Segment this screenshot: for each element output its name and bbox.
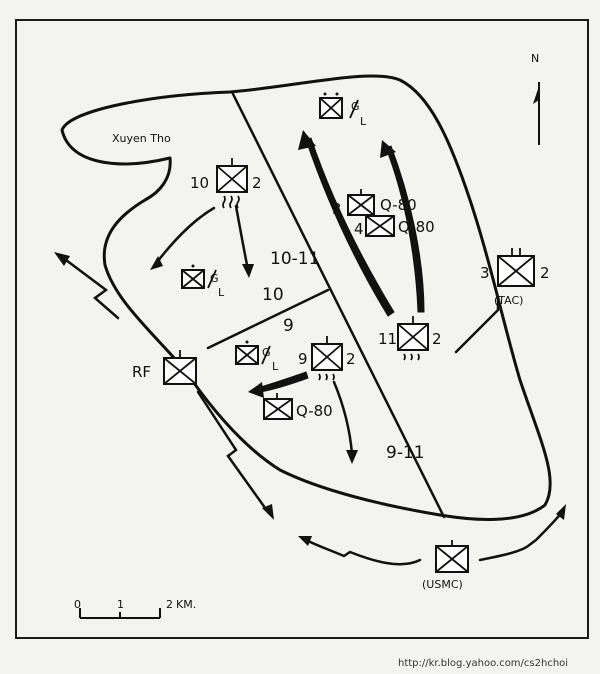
arrow-usmc-w: [304, 538, 422, 566]
boundary-label-10-11: 10-11: [270, 249, 319, 269]
unit-label-2d: 2: [346, 350, 356, 368]
unit-symbol-rf: [163, 350, 197, 385]
unit-symbol-10-2: [216, 158, 248, 209]
unit-symbol-3-q80: [347, 189, 375, 216]
north-label: N: [531, 52, 539, 65]
scale-bar: 0 1 2 KM.: [74, 598, 196, 619]
unit-label-4: 4: [354, 220, 364, 238]
unit-label-rf: RF: [132, 363, 151, 381]
arrow-9-s: [332, 380, 354, 456]
arrow-usmc-e: [478, 510, 564, 562]
unit-label-usmc: (USMC): [422, 578, 463, 591]
arrow-11-nw: [305, 137, 395, 317]
boundary-label-9-11: 9-11: [386, 443, 425, 463]
unit-label-tac: (TAC): [494, 294, 523, 307]
unit-label-10: 10: [190, 174, 209, 192]
unit-symbol-usmc: [435, 540, 469, 573]
unit-label-2a: 2: [252, 174, 262, 192]
gl-label-middle-l: L: [218, 286, 225, 299]
unit-label-2c: 2: [432, 330, 442, 348]
map-frame: [15, 19, 589, 639]
gl-label-top-g: G: [351, 100, 360, 113]
boundary-label-9: 9: [283, 316, 294, 336]
north-arrow-icon: N: [531, 52, 540, 145]
gl-label-top-l: L: [360, 115, 367, 128]
movement-arrows: [54, 130, 566, 566]
road-loop: [60, 74, 552, 521]
place-name-label: Xuyen Tho: [112, 132, 171, 145]
gl-label-lower-l: L: [272, 360, 279, 373]
watermark-url: http://kr.blog.yahoo.com/cs2hchoi: [398, 658, 568, 669]
boundary-line-10-9: [206, 288, 330, 350]
boundary-line-tac: [454, 308, 500, 354]
boundary-label-10: 10: [262, 285, 284, 305]
gl-symbol-top: [319, 92, 359, 119]
arrow-rf-se: [196, 390, 270, 514]
unit-label-11: 11: [378, 330, 397, 348]
unit-symbol-4-q80: [365, 215, 395, 237]
unit-label-2b: 2: [540, 264, 550, 282]
unit-label-9: 9: [298, 350, 308, 368]
unit-label-q80c: Q-80: [296, 402, 333, 420]
arrow-11-n: [385, 145, 425, 313]
gl-label-middle-g: G: [210, 272, 219, 285]
unit-label-q80b: Q-80: [398, 218, 435, 236]
unit-symbol-q80-lower: [263, 393, 293, 420]
boundary-line-10-11: [230, 90, 446, 519]
scale-tick-0: 0: [74, 598, 81, 611]
scale-tick-1: 1: [117, 598, 124, 611]
scale-unit: KM.: [176, 598, 196, 611]
scale-tick-2: 2: [166, 598, 173, 611]
gl-symbol-middle: [181, 264, 217, 289]
unit-symbol-9-2: [311, 336, 343, 381]
gl-symbol-lower: [235, 340, 271, 365]
unit-symbol-3-2-tac: [497, 248, 535, 287]
unit-label-3b: 3: [480, 264, 490, 282]
gl-label-lower-g: G: [262, 346, 271, 359]
arrow-rf-nw: [64, 258, 120, 320]
unit-symbol-11-2: [397, 316, 429, 361]
